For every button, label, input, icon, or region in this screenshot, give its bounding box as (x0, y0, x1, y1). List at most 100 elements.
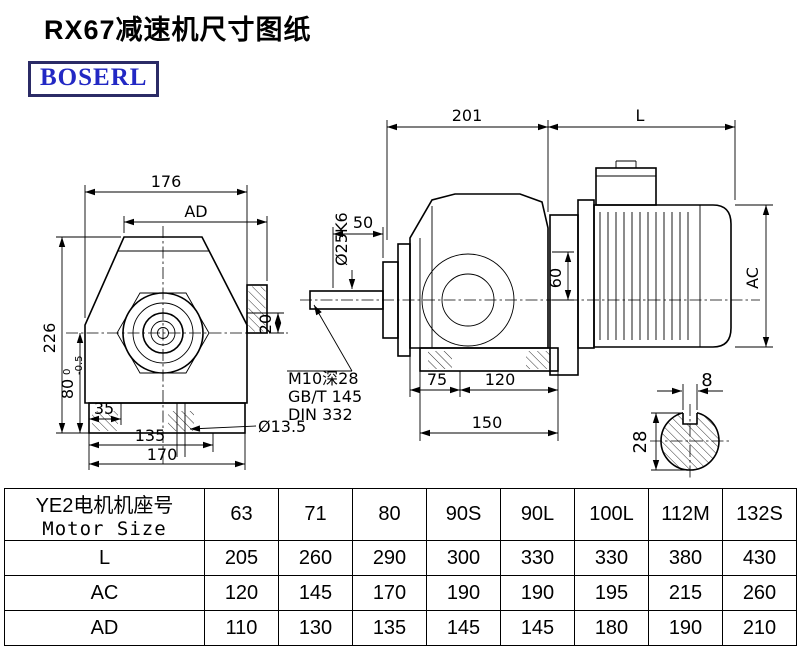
dim-20: 20 (256, 314, 275, 334)
dim-226: 226 (40, 323, 59, 354)
dim-176: 176 (151, 172, 182, 191)
table-cell: 430 (722, 540, 797, 576)
dim-hole-13-5: Ø13.5 (258, 417, 306, 436)
dim-135: 135 (135, 426, 166, 445)
table-cell: 260 (278, 540, 353, 576)
side-view-dimension-lines (287, 120, 773, 441)
table-cell: 195 (574, 575, 649, 611)
column-header: 71 (278, 488, 353, 541)
dim-170: 170 (147, 445, 178, 464)
table-cell: 145 (500, 610, 575, 646)
dim-80-tol-lower: -0.5 (74, 355, 85, 375)
dim-50: 50 (353, 213, 373, 232)
section-centerlines (650, 404, 730, 480)
note-din-standard: DIN 332 (288, 405, 353, 424)
front-view-dimension-lines (56, 185, 284, 470)
row-label: AD (4, 610, 205, 646)
bearing-bore-outer (122, 292, 204, 374)
table-header-row: YE2电机机座号 Motor Size 63 71 80 90S 90L 100… (4, 488, 797, 541)
motor-body (593, 204, 732, 348)
hex-boss (116, 292, 210, 374)
table-cell: 190 (500, 575, 575, 611)
table-cell: 190 (426, 575, 501, 611)
table-cell: 145 (426, 610, 501, 646)
column-header: 90L (500, 488, 575, 541)
motor-fins (599, 212, 689, 340)
dim-80-group: 80 0 -0.5 (58, 355, 85, 399)
brand-logo-box: BOSERL (28, 61, 160, 97)
column-header: 100L (574, 488, 649, 541)
shaft-bore (142, 312, 184, 354)
header-motor-size-en: Motor Size (42, 518, 167, 540)
side-view: 201 L 50 Ø25K6 60 AC M10深28 GB/T 145 DIN… (287, 106, 773, 441)
column-header: 112M (648, 488, 723, 541)
row-label: AC (4, 575, 205, 611)
gear-housing (409, 193, 549, 349)
dim-8: 8 (701, 370, 712, 391)
terminal-box (595, 167, 657, 206)
section-dimension-lines (651, 384, 723, 471)
housing-bore-arc-inner (441, 273, 495, 327)
dim-120: 120 (485, 370, 516, 389)
table-row-AC: AC 120 145 170 190 190 195 215 260 (4, 575, 797, 611)
dim-35: 35 (94, 399, 114, 418)
dim-AD: AD (184, 202, 207, 221)
column-header: 132S (722, 488, 797, 541)
housing-outline (84, 236, 248, 404)
note-thread-m10: M10深28 (288, 369, 359, 388)
dim-75: 75 (427, 370, 447, 389)
table-cell: 210 (722, 610, 797, 646)
table-cell: 290 (352, 540, 427, 576)
keyway-slot (682, 413, 698, 425)
dim-AC: AC (743, 267, 762, 289)
header-motor-size: YE2电机机座号 Motor Size (4, 488, 205, 541)
front-view: 176 AD 226 80 0 -0.5 35 135 170 20 Ø13.5 (40, 172, 306, 470)
shaft-bore-inner (150, 320, 176, 346)
foot-hatch-front (428, 351, 452, 369)
dim-80-tol-upper: 0 (62, 369, 73, 375)
dim-201: 201 (452, 106, 483, 125)
housing-bore-arc (421, 253, 515, 347)
dim-28: 28 (630, 431, 651, 454)
technical-drawing: 176 AD 226 80 0 -0.5 35 135 170 20 Ø13.5 (40, 106, 773, 480)
table-cell: 330 (574, 540, 649, 576)
terminal-box-detail (596, 160, 656, 177)
shaft-section-view: 8 28 (630, 370, 730, 480)
table-cell: 170 (352, 575, 427, 611)
note-gb-standard: GB/T 145 (288, 387, 362, 406)
foot-hatch-rear (526, 351, 550, 369)
table-cell: 190 (648, 610, 723, 646)
table-cell: 130 (278, 610, 353, 646)
bearing-bore-mid (132, 302, 194, 364)
row-label: L (4, 540, 205, 576)
column-header: 90S (426, 488, 501, 541)
table-cell: 135 (352, 610, 427, 646)
table-cell: 120 (204, 575, 279, 611)
motor-adapter-bell (549, 214, 579, 376)
dim-L: L (636, 106, 645, 125)
column-header: 63 (204, 488, 279, 541)
side-flange-hatch (248, 286, 266, 332)
table-cell: 180 (574, 610, 649, 646)
table-cell: 380 (648, 540, 723, 576)
column-header: 80 (352, 488, 427, 541)
table-cell: 215 (648, 575, 723, 611)
table-row-AD: AD 110 130 135 145 145 180 190 210 (4, 610, 797, 646)
center-hole (157, 327, 169, 339)
header-motor-size-cn: YE2电机机座号 (35, 495, 174, 517)
page-title: RX67减速机尺寸图纸 (44, 15, 312, 45)
table-cell: 205 (204, 540, 279, 576)
table-cell: 300 (426, 540, 501, 576)
dim-150: 150 (472, 413, 503, 432)
motor-dimension-table: YE2电机机座号 Motor Size 63 71 80 90S 90L 100… (4, 488, 797, 646)
foot-flange (419, 347, 559, 372)
dim-shaft-25k6: Ø25K6 (332, 212, 351, 266)
dim-80: 80 (58, 379, 77, 399)
dim-60: 60 (546, 268, 565, 288)
table-row-L: L 205 260 290 300 330 330 380 430 (4, 540, 797, 576)
housing-rib-lines (419, 206, 433, 348)
table-cell: 260 (722, 575, 797, 611)
brand-logo-text: BOSERL (40, 64, 148, 91)
table-cell: 145 (278, 575, 353, 611)
table-cell: 110 (204, 610, 279, 646)
